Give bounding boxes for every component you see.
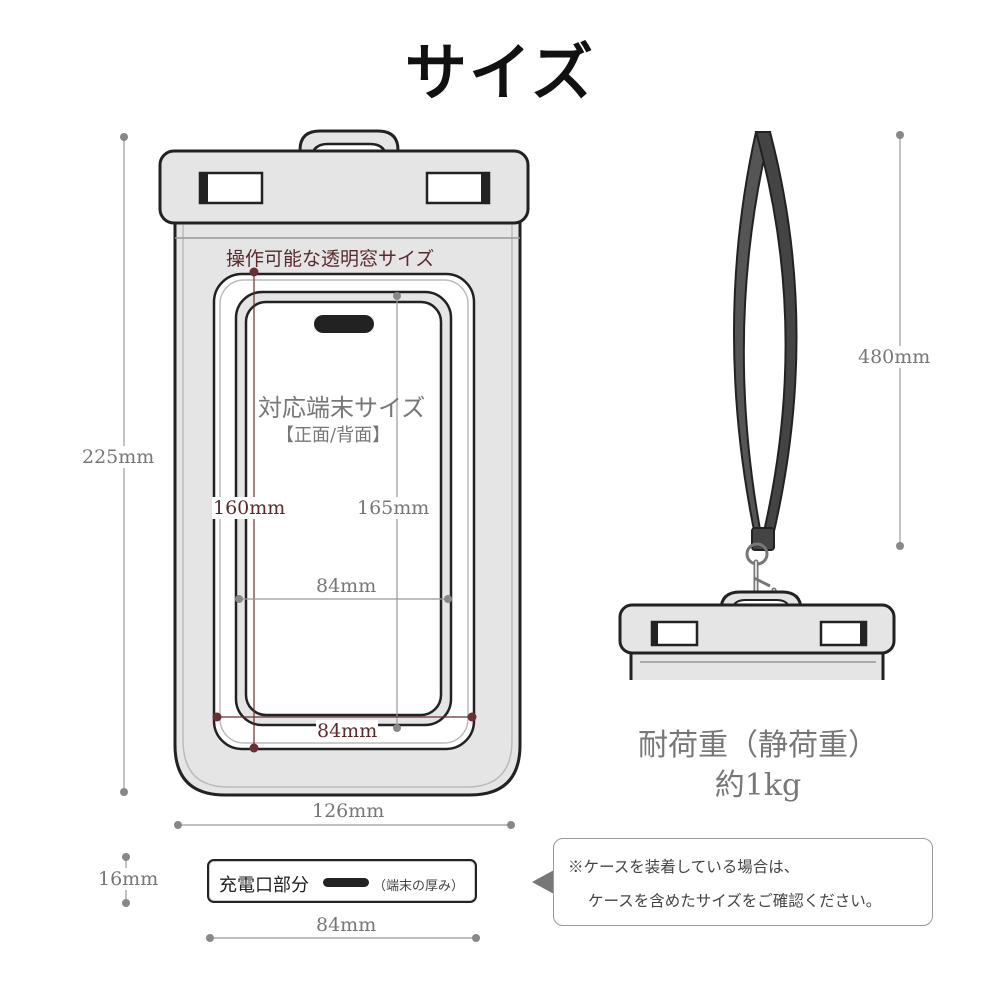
note-line-2: ケースを含めたサイズをご確認ください。 — [588, 892, 882, 910]
note-box: ※ケースを装着している場合は、 ケースを含めたサイズをご確認ください。 — [553, 838, 933, 926]
strap-dimension-line — [896, 131, 904, 550]
note-pointer-icon — [532, 870, 554, 894]
total-width-value: 126mm — [312, 800, 385, 822]
port-slot-icon — [323, 878, 369, 887]
charging-port-diagram: 充電口部分 （端末の厚み） — [207, 859, 477, 903]
window-size-label: 操作可能な透明窓サイズ — [226, 248, 435, 270]
port-width-value: 84mm — [316, 914, 377, 936]
case-top-detail — [618, 590, 896, 680]
port-sublabel: （端末の厚み） — [373, 879, 465, 894]
window-height-value: 160mm — [212, 497, 287, 519]
device-size-sublabel: 【正面/背面】 — [276, 425, 391, 446]
port-label: 充電口部分 — [219, 875, 309, 896]
load-capacity-value: 約1kg — [714, 768, 802, 803]
strap-length-value: 480mm — [858, 346, 931, 368]
port-thickness-value: 16mm — [98, 868, 159, 890]
neck-strap — [733, 131, 798, 610]
total-height-value: 225mm — [82, 446, 155, 468]
page-title: サイズ — [404, 36, 596, 109]
device-height-value: 165mm — [357, 497, 430, 519]
waterproof-case-front — [158, 129, 530, 797]
load-capacity-title: 耐荷重（静荷重） — [638, 728, 878, 763]
note-line-1: ※ケースを装着している場合は、 — [568, 858, 800, 876]
device-size-label: 対応端末サイズ — [258, 394, 426, 422]
window-width-value: 84mm — [316, 720, 379, 742]
device-width-value: 84mm — [316, 575, 377, 597]
